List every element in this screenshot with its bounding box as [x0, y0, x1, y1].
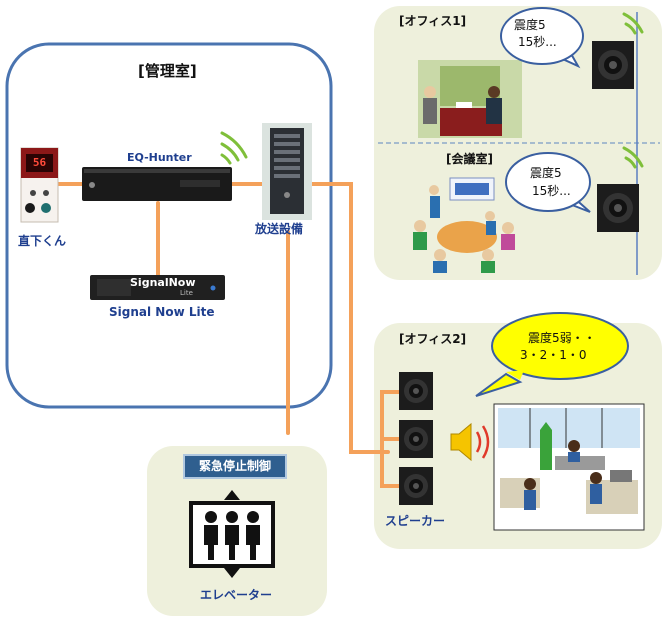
speaker-office1 [592, 41, 634, 89]
signal-now-label: Signal Now Lite [109, 305, 215, 319]
speaker-office2-1 [399, 372, 433, 410]
office1-bubble-text: 震度5 15秒... [514, 17, 574, 51]
elevator-badge: 緊急停止制御 [183, 454, 287, 479]
office1-title: [オフィス1] [399, 14, 467, 28]
office2-bubble-line1: 震度5弱・・ [528, 331, 596, 345]
bubble-office2 [475, 312, 629, 397]
control-room-title: [管理室] [138, 62, 197, 80]
sensor-label: 直下くん [18, 234, 67, 248]
eq-hunter-label: EQ-Hunter [127, 151, 192, 164]
office1-bubble-line2: 15秒... [518, 35, 557, 49]
eq-hunter-device [82, 167, 232, 201]
meeting-bubble-text: 震度5 15秒... [530, 164, 590, 200]
speaker-meeting [597, 184, 639, 232]
broadcast-rack [262, 123, 312, 220]
speaker-office2-3 [399, 467, 433, 505]
office2-bubble-line2: 3・2・1・0 [520, 348, 587, 362]
signal-now-brand: SignalNow [130, 276, 196, 289]
signal-now-device [90, 275, 225, 300]
wireless-icon-office1 [622, 12, 644, 35]
office1-clipart [418, 60, 522, 138]
bubble-office1 [500, 7, 584, 69]
bubble-meeting [505, 152, 591, 213]
loudspeaker-icon [450, 422, 490, 462]
control-room-frame [5, 42, 333, 409]
meeting-room-title: [会議室] [446, 152, 493, 166]
elevator-label: エレベーター [200, 588, 273, 602]
meeting-clipart [413, 177, 515, 273]
office1-bubble-line1: 震度5 [514, 18, 546, 32]
elevator-icon [189, 490, 275, 578]
speaker-office2-2 [399, 420, 433, 458]
meeting-bubble-line1: 震度5 [530, 166, 562, 180]
wiring [56, 182, 402, 488]
broadcast-label: 放送設備 [255, 222, 304, 236]
signal-now-brand-sub: Lite [180, 289, 193, 297]
meeting-bubble-line2: 15秒... [532, 184, 571, 198]
wireless-icon-eq [220, 131, 248, 165]
wireless-icon-meeting [622, 146, 644, 169]
office2-clipart [493, 403, 645, 531]
sensor-display: 56 [32, 156, 47, 169]
speaker-label: スピーカー [385, 514, 446, 528]
office2-bubble-text: 震度5弱・・ 3・2・1・0 [520, 330, 610, 364]
sensor-device [20, 147, 59, 223]
office2-title: [オフィス2] [399, 332, 467, 346]
